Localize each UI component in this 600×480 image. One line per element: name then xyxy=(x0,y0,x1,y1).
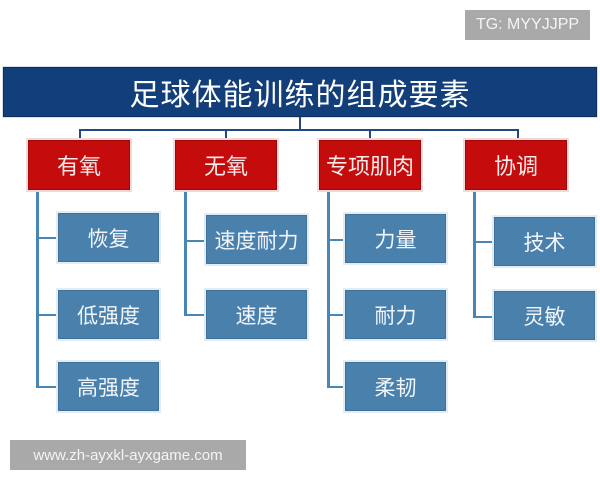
branch-tick xyxy=(327,314,345,316)
category-coordination: 协调 xyxy=(465,140,567,190)
branch-line-anaerobic xyxy=(184,192,187,316)
stem-connector-aerobic xyxy=(79,129,81,140)
category-anaerobic: 无氧 xyxy=(175,140,277,190)
branch-tick xyxy=(36,386,58,388)
branch-tick xyxy=(36,314,58,316)
branch-tick xyxy=(36,237,58,239)
item-endurance: 耐力 xyxy=(345,290,446,339)
item-recovery: 恢复 xyxy=(58,213,159,262)
branch-tick xyxy=(184,314,206,316)
item-speed-endurance: 速度耐力 xyxy=(206,215,307,264)
item-strength: 力量 xyxy=(345,214,446,263)
branch-line-coordination xyxy=(473,192,476,318)
branch-tick xyxy=(473,241,494,243)
item-technique: 技术 xyxy=(494,217,595,266)
category-specific-muscle: 专项肌肉 xyxy=(319,140,421,190)
root-horizontal-connector xyxy=(79,129,519,131)
url-watermark: www.zh-ayxkl-ayxgame.com xyxy=(10,440,246,470)
tg-watermark: TG: MYYJJPP xyxy=(465,10,590,40)
diagram-title: 足球体能训练的组成要素 xyxy=(3,67,597,117)
branch-tick xyxy=(327,239,345,241)
stem-connector-coordination xyxy=(517,129,519,140)
item-high-intensity: 高强度 xyxy=(58,362,159,411)
stem-connector-muscle xyxy=(369,129,371,140)
branch-tick xyxy=(327,386,345,388)
branch-line-aerobic xyxy=(36,192,39,388)
item-flexibility: 柔韧 xyxy=(345,362,446,411)
branch-tick xyxy=(473,316,494,318)
branch-tick xyxy=(184,240,206,242)
item-agility: 灵敏 xyxy=(494,291,595,340)
item-low-intensity: 低强度 xyxy=(58,290,159,339)
branch-line-muscle xyxy=(327,192,330,388)
root-stem-connector xyxy=(299,117,301,131)
category-aerobic: 有氧 xyxy=(28,140,130,190)
item-speed: 速度 xyxy=(206,290,307,339)
stem-connector-anaerobic xyxy=(225,129,227,140)
